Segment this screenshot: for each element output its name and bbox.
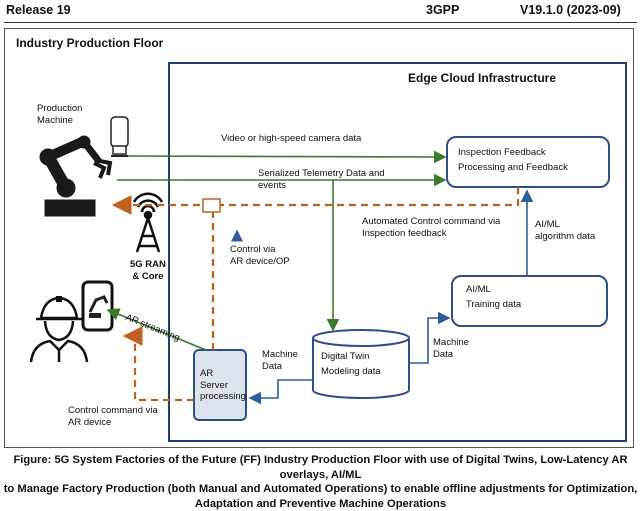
ar-server-text: AR Server processing xyxy=(200,368,246,403)
ran-label-line1: 5G RAN xyxy=(130,259,166,271)
telemetry-label: Serialized Telemetry Data and events xyxy=(258,168,385,191)
machine-data-right-label: Machine Data xyxy=(433,337,469,360)
control-ar-line1: Control via xyxy=(230,244,290,256)
inspection-line1: Inspection Feedback xyxy=(458,147,568,159)
production-label-line2: Machine xyxy=(37,115,82,127)
control-cmd-line1: Control command via xyxy=(68,405,158,417)
training-line2: Training data xyxy=(466,299,521,311)
ran-label-line2: & Core xyxy=(130,271,166,283)
machine-data-right-line1: Machine xyxy=(433,337,469,349)
aiml-algo-line1: AI/ML xyxy=(535,219,595,231)
twin-line2: Modeling data xyxy=(321,366,381,378)
production-label-line1: Production xyxy=(37,103,82,115)
caption-line1: Figure: 5G System Factories of the Futur… xyxy=(0,453,641,482)
worker-icon xyxy=(31,296,87,362)
caption-line2: to Manage Factory Production (both Manua… xyxy=(0,482,641,497)
video-data-arrow xyxy=(128,156,445,157)
robot-arm-icon xyxy=(40,136,110,216)
inspection-box-text: Inspection Feedback Processing and Feedb… xyxy=(458,147,568,173)
twin-to-ar-server-arrow xyxy=(250,380,313,398)
telemetry-label-line2: events xyxy=(258,180,385,192)
caption-line3: Adaptation and Preventive Machine Operat… xyxy=(0,497,641,511)
tablet-icon xyxy=(83,282,112,330)
control-command-label: Control command via AR device xyxy=(68,405,158,428)
control-via-ar-label: Control via AR device/OP xyxy=(230,244,290,267)
aiml-algo-line2: algorithm data xyxy=(535,231,595,243)
ar-server-line3: processing xyxy=(200,391,246,403)
machine-data-left-line1: Machine xyxy=(262,349,298,361)
production-machine-label: Production Machine xyxy=(37,103,82,126)
ar-server-line2: Server xyxy=(200,380,246,392)
digital-twin-text: Digital Twin Modeling data xyxy=(321,351,381,377)
control-cmd-line2: AR device xyxy=(68,417,158,429)
inspection-line2: Processing and Feedback xyxy=(458,162,568,174)
control-junction-box xyxy=(203,199,220,212)
training-box-text: AI/ML Training data xyxy=(466,284,521,310)
auto-control-line2: Inspection feedback xyxy=(362,228,500,240)
machine-data-left-line2: Data xyxy=(262,361,298,373)
aiml-algorithm-label: AI/ML algorithm data xyxy=(535,219,595,242)
control-command-dashed-arrow xyxy=(125,336,194,400)
machine-data-right-line2: Data xyxy=(433,349,469,361)
antenna-tower-icon xyxy=(134,194,162,252)
telemetry-label-line1: Serialized Telemetry Data and xyxy=(258,168,385,180)
control-ar-line2: AR device/OP xyxy=(230,256,290,268)
automated-control-label: Automated Control command via Inspection… xyxy=(362,216,500,239)
figure-caption: Figure: 5G System Factories of the Futur… xyxy=(0,453,641,511)
auto-control-line1: Automated Control command via xyxy=(362,216,500,228)
twin-line1: Digital Twin xyxy=(321,351,381,363)
machine-data-left-label: Machine Data xyxy=(262,349,298,372)
ran-core-label: 5G RAN & Core xyxy=(130,259,166,282)
video-data-label: Video or high-speed camera data xyxy=(221,133,361,145)
camera-icon xyxy=(111,117,128,156)
training-line1: AI/ML xyxy=(466,284,521,296)
ar-server-line1: AR xyxy=(200,368,246,380)
